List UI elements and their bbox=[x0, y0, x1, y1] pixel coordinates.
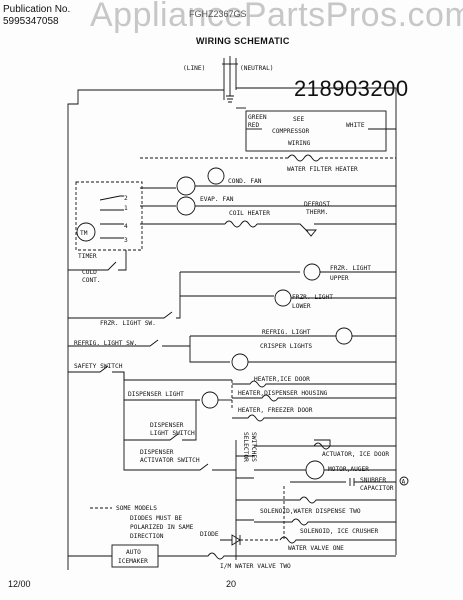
heater-dispenser-housing-label: HEATER,DISPENSER HOUSING bbox=[238, 390, 328, 397]
dispenser-activator-label-1: DISPENSER bbox=[140, 449, 174, 456]
selector-label-2: SWITCHES bbox=[250, 432, 257, 462]
auto-icemaker-label-2: ICEMAKER bbox=[118, 558, 148, 565]
snubber-note-label: A bbox=[402, 479, 406, 486]
evap-fan-label: EVAP. FAN bbox=[200, 196, 234, 203]
cold-cont-label-1: COLD bbox=[82, 269, 97, 276]
schematic-title: WIRING SCHEMATIC bbox=[196, 36, 290, 46]
footer-page-number: 20 bbox=[226, 579, 237, 589]
refrig-light-bulb bbox=[335, 327, 353, 345]
dispenser-activator-label-2: ACTIVATOR SWITCH bbox=[140, 457, 200, 464]
defrost-therm-label-2: THERM. bbox=[306, 209, 328, 216]
line-label: (LINE) bbox=[183, 65, 205, 72]
dispenser-light-switch-label-2: LIGHT SWITCH bbox=[150, 430, 195, 437]
auto-icemaker-label-1: AUTO bbox=[126, 549, 141, 556]
neutral-rail bbox=[236, 87, 397, 555]
evap-fan-motor bbox=[176, 196, 196, 216]
footer-date: 12/00 bbox=[8, 579, 31, 589]
neutral-label: (NEUTRAL) bbox=[240, 65, 274, 72]
terminal-3-label: 3 bbox=[124, 237, 128, 244]
actuator-ice-door-label: ACTUATOR, ICE DOOR bbox=[322, 451, 389, 458]
snubber-label-2: CAPACITOR bbox=[360, 485, 394, 492]
water-filter-heater-label: WATER FILTER HEATER bbox=[287, 166, 358, 173]
white-label: WHITE bbox=[346, 122, 365, 129]
terminal-1-label: 1 bbox=[124, 205, 128, 212]
publication-number: 5995347058 bbox=[3, 16, 59, 27]
diodes-note-1: DIODES MUST BE bbox=[130, 515, 182, 522]
compressor-label-3: WIRING bbox=[288, 140, 311, 147]
cold-cont-label-2: CONT. bbox=[82, 277, 101, 284]
part-number: 218903200 bbox=[294, 76, 409, 101]
terminal-2-label: 2 bbox=[124, 195, 128, 202]
water-valve-two-label: I/M WATER VALVE TWO bbox=[220, 563, 291, 570]
frzr-light-lower-label-1: FRZR. LIGHT bbox=[292, 294, 333, 301]
compressor-box bbox=[245, 110, 387, 152]
frzr-light-upper-label-2: UPPER bbox=[330, 275, 349, 282]
dispenser-light-label: DISPENSER LIGHT bbox=[128, 391, 184, 398]
green-label: GREEN bbox=[248, 114, 267, 121]
crisper-lights-label: CRISPER LIGHTS bbox=[260, 343, 312, 350]
terminal-4-label: 4 bbox=[124, 223, 128, 230]
crisper-light-bulb bbox=[231, 353, 249, 371]
diodes-note-2: POLARIZED IN SAME bbox=[130, 524, 194, 531]
dispenser-light-bulb bbox=[201, 391, 219, 409]
timer-motor bbox=[76, 222, 96, 242]
frzr-light-sw-label: FRZR. LIGHT SW. bbox=[100, 320, 156, 327]
publication-label: Publication No. bbox=[3, 4, 71, 15]
timer-box bbox=[75, 181, 143, 251]
ground-symbol bbox=[226, 95, 234, 103]
heater-freezer-door-label: HEATER, FREEZER DOOR bbox=[238, 407, 313, 414]
water-valve-one-label: WATER VALVE ONE bbox=[288, 545, 344, 552]
frzr-light-lower-bulb bbox=[274, 289, 292, 307]
solenoid-water-dispense-label: SOLENOID,WATER DISPENSE TWO bbox=[260, 508, 361, 515]
cond-fan-label: COND. FAN bbox=[228, 178, 262, 185]
frzr-light-upper-label-1: FRZR. LIGHT bbox=[330, 265, 371, 272]
heater-ice-door-label: HEATER,ICE DOOR bbox=[254, 376, 310, 383]
refrig-light-label: REFRIG. LIGHT bbox=[262, 329, 311, 336]
solenoid-ice-crusher-label: SOLENOID, ICE CRUSHER bbox=[300, 528, 379, 535]
snubber-note-marker bbox=[399, 476, 409, 486]
defrost-therm-label-1: DEFROST bbox=[304, 201, 330, 208]
compressor-label-1: SEE bbox=[293, 116, 304, 123]
diode-label: DIODE bbox=[200, 531, 219, 538]
tm-label: TM bbox=[80, 230, 88, 237]
line-rail bbox=[67, 89, 224, 570]
safety-switch-label: SAFETY SWITCH bbox=[74, 363, 123, 370]
frzr-light-lower-label-2: LOWER bbox=[292, 303, 311, 310]
model-number: FGHZ2367GS bbox=[189, 9, 247, 19]
frzr-light-upper-bulb bbox=[303, 263, 321, 281]
selector-label-1: SELECTOR bbox=[242, 432, 249, 462]
refrig-light-sw-label: REFRIG. LIGHT SW. bbox=[74, 340, 137, 347]
compressor-label-2: COMPRESSOR bbox=[272, 128, 310, 135]
dispenser-light-switch-label-1: DISPENSER bbox=[150, 422, 184, 429]
timer-label: TIMER bbox=[78, 253, 97, 260]
power-plug bbox=[222, 56, 238, 103]
some-models-label: SOME MODELS bbox=[116, 505, 157, 512]
auger-motor bbox=[305, 460, 325, 480]
cond-fan-motor bbox=[176, 176, 196, 196]
motor-auger-label: MOTOR,AUGER bbox=[328, 466, 369, 473]
cond-fan-motor-2 bbox=[207, 167, 225, 185]
diodes-note-3: DIRECTION bbox=[130, 533, 164, 540]
coil-heater-label: COIL HEATER bbox=[229, 210, 270, 217]
watermark: AppliancePartsPros.com bbox=[90, 0, 463, 34]
red-label: RED bbox=[248, 122, 259, 129]
snubber-label-1: SNUBBER bbox=[360, 477, 386, 484]
